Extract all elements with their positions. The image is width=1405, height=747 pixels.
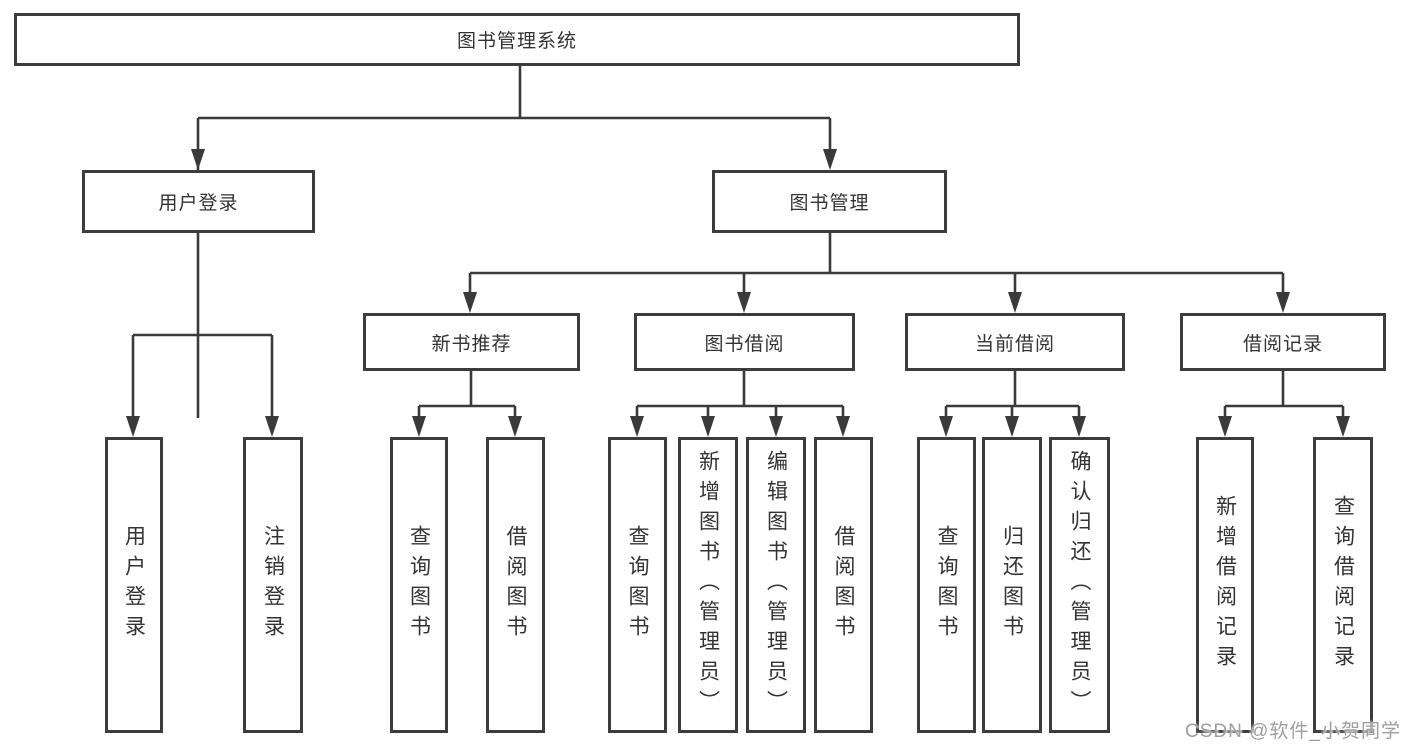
leaf-add-borrow-record-label: 新增借阅记录: [1213, 495, 1237, 675]
arrowhead-down-icon: [191, 149, 205, 170]
arrowhead-down-icon: [1336, 416, 1350, 437]
leaf-borrow-book-1: 借阅图书: [486, 437, 545, 733]
node-book-management-label: 图书管理: [789, 193, 870, 214]
leaf-borrow-book-2: 借阅图书: [814, 437, 873, 733]
arrowhead-down-icon: [737, 292, 751, 313]
arrowhead-down-icon: [412, 416, 426, 437]
arrowhead-down-icon: [508, 416, 522, 437]
leaf-add-book-admin-label: 新增图书（管理员）: [696, 450, 720, 720]
arrowhead-down-icon: [265, 416, 279, 437]
leaf-logout: 注销登录: [243, 437, 303, 733]
node-user-login-label: 用户登录: [158, 193, 239, 214]
leaf-query-book-2-label: 查询图书: [626, 525, 649, 645]
leaf-confirm-return-admin: 确认归还（管理员）: [1049, 437, 1110, 733]
leaf-query-book-1: 查询图书: [390, 437, 448, 733]
leaf-borrow-book-2-label: 借阅图书: [832, 525, 855, 645]
arrowhead-down-icon: [1072, 416, 1086, 437]
arrowhead-down-icon: [939, 416, 953, 437]
arrowhead-down-icon: [823, 149, 837, 170]
leaf-user-login: 用户登录: [105, 437, 163, 733]
arrowhead-down-icon: [630, 416, 644, 437]
node-new-book-recommend: 新书推荐: [363, 313, 580, 371]
arrowhead-down-icon: [463, 292, 477, 313]
leaf-query-borrow-record: 查询借阅记录: [1313, 437, 1373, 733]
arrowhead-down-icon: [769, 416, 783, 437]
leaf-add-borrow-record: 新增借阅记录: [1196, 437, 1254, 733]
leaf-logout-label: 注销登录: [261, 525, 285, 645]
leaf-query-book-2: 查询图书: [608, 437, 667, 733]
node-book-management: 图书管理: [712, 170, 947, 233]
leaf-borrow-book-1-label: 借阅图书: [504, 525, 527, 645]
arrowhead-down-icon: [1008, 292, 1022, 313]
arrowhead-down-icon: [701, 416, 715, 437]
arrowhead-down-icon: [1218, 416, 1232, 437]
leaf-query-book-3-label: 查询图书: [935, 525, 958, 645]
node-borrow-records-label: 借阅记录: [1242, 333, 1323, 355]
node-root-label: 图书管理系统: [456, 31, 577, 52]
arrowhead-down-icon: [126, 416, 140, 437]
node-borrow-records: 借阅记录: [1180, 313, 1386, 371]
leaf-user-login-label: 用户登录: [122, 525, 146, 645]
leaf-add-book-admin: 新增图书（管理员）: [678, 437, 738, 733]
leaf-edit-book-admin-label: 编辑图书（管理员）: [764, 450, 788, 720]
node-new-book-recommend-label: 新书推荐: [431, 333, 512, 355]
arrowhead-down-icon: [1276, 292, 1290, 313]
csdn-watermark: CSDN @软件_小贺同学: [1185, 721, 1401, 742]
node-book-borrow-label: 图书借阅: [704, 333, 785, 355]
leaf-return-book: 归还图书: [982, 437, 1042, 733]
node-root-system: 图书管理系统: [14, 13, 1020, 66]
arrowhead-down-icon: [836, 416, 850, 437]
node-current-borrow: 当前借阅: [905, 313, 1125, 371]
leaf-query-borrow-record-label: 查询借阅记录: [1331, 495, 1355, 675]
leaf-query-book-1-label: 查询图书: [407, 525, 431, 645]
arrowhead-down-icon: [1005, 416, 1019, 437]
leaf-edit-book-admin: 编辑图书（管理员）: [746, 437, 806, 733]
leaf-return-book-label: 归还图书: [1000, 525, 1024, 645]
node-current-borrow-label: 当前借阅: [974, 333, 1055, 355]
leaf-confirm-return-admin-label: 确认归还（管理员）: [1068, 450, 1091, 720]
node-book-borrow: 图书借阅: [634, 313, 855, 371]
node-user-login: 用户登录: [82, 170, 315, 233]
leaf-query-book-3: 查询图书: [917, 437, 976, 733]
